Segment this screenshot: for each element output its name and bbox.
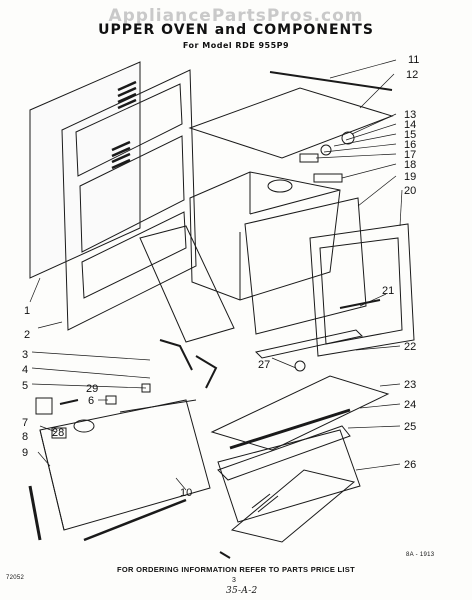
callout-27: 27 bbox=[258, 359, 270, 371]
insulation-panel-part bbox=[139, 225, 235, 343]
document-code: 72052 bbox=[6, 575, 25, 581]
callout-25: 25 bbox=[404, 421, 416, 433]
callout-22: 22 bbox=[404, 341, 416, 353]
page-number: 3 bbox=[232, 577, 237, 584]
callout-10: 10 bbox=[180, 487, 192, 499]
callout-8: 8 bbox=[22, 431, 28, 443]
callout-14: 14 bbox=[404, 119, 416, 131]
callout-13: 13 bbox=[404, 109, 416, 121]
callout-6: 6 bbox=[88, 395, 94, 407]
inner-door-panel-part bbox=[217, 425, 351, 481]
model-label: For Model RDE 955P9 bbox=[182, 41, 290, 50]
callout-28: 28 bbox=[52, 427, 64, 439]
handwritten-note: 35-A-2 bbox=[226, 586, 258, 596]
door-liner-part bbox=[309, 223, 415, 357]
oven-cavity-part bbox=[189, 171, 341, 301]
callout-labels: 1 2 3 4 5 6 7 8 9 10 11 12 13 14 15 16 1… bbox=[22, 54, 419, 499]
callout-11: 11 bbox=[408, 54, 419, 66]
callout-24: 24 bbox=[404, 399, 416, 411]
side-panel-part bbox=[29, 61, 141, 279]
callout-2: 2 bbox=[24, 329, 30, 341]
diagram-title: UPPER OVEN and COMPONENTS bbox=[98, 22, 374, 38]
callout-17: 17 bbox=[404, 149, 416, 161]
door-glass-part bbox=[217, 429, 361, 543]
callout-9: 9 bbox=[22, 447, 28, 459]
callout-20: 20 bbox=[404, 185, 416, 197]
callout-12: 12 bbox=[406, 69, 418, 81]
bracket-part bbox=[255, 329, 363, 359]
callout-3: 3 bbox=[22, 349, 28, 361]
callout-1: 1 bbox=[24, 305, 30, 317]
callout-26: 26 bbox=[404, 459, 416, 471]
drawing-code: 8A - 1913 bbox=[406, 552, 435, 558]
gasket-part bbox=[244, 197, 367, 335]
bottom-plate-part bbox=[210, 375, 390, 451]
ordering-info-note: FOR ORDERING INFORMATION REFER TO PARTS … bbox=[117, 565, 355, 574]
callout-5: 5 bbox=[22, 380, 28, 392]
callout-16: 16 bbox=[404, 139, 416, 151]
front-frame-part bbox=[61, 69, 197, 331]
callout-21: 21 bbox=[382, 285, 394, 297]
callout-18: 18 bbox=[404, 159, 416, 171]
callout-7: 7 bbox=[22, 417, 28, 429]
watermark: AppliancePartsPros.com bbox=[108, 6, 364, 26]
callout-23: 23 bbox=[404, 379, 416, 391]
callout-19: 19 bbox=[404, 171, 416, 183]
callout-4: 4 bbox=[22, 364, 28, 376]
callout-29: 29 bbox=[86, 383, 98, 395]
callout-15: 15 bbox=[404, 129, 416, 141]
oven-door-part bbox=[39, 399, 211, 531]
